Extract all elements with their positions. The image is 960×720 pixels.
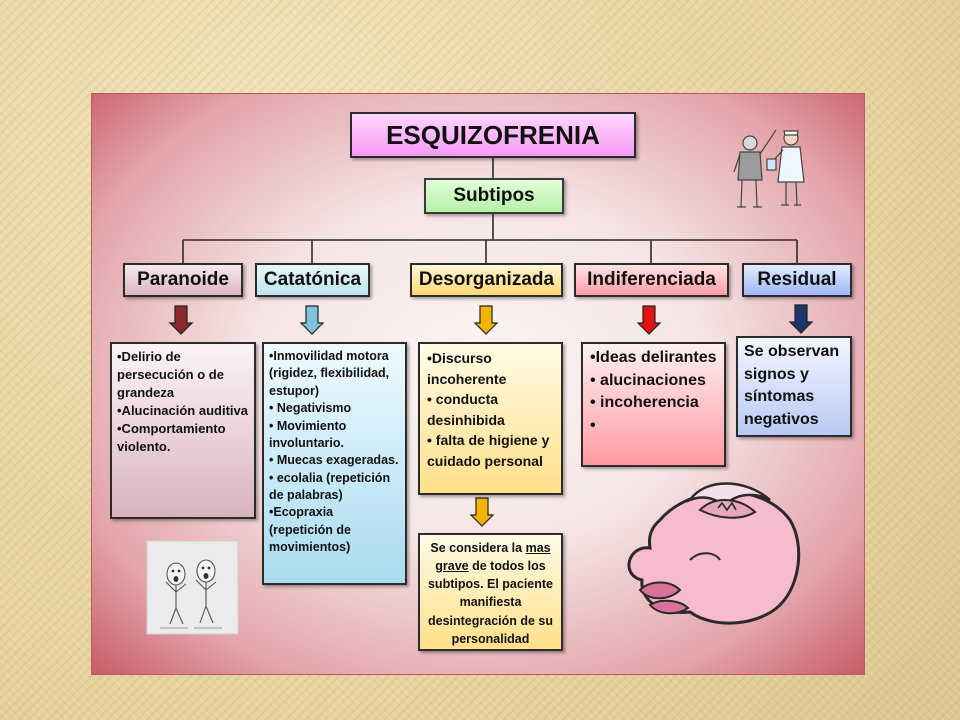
type-label: Paranoide <box>137 269 229 290</box>
desc-item: •Discurso incoherente <box>427 350 507 387</box>
down-arrow-icon <box>473 305 499 335</box>
subtitle-label: Subtipos <box>453 185 535 206</box>
down-arrow-icon <box>788 304 814 334</box>
desc-item: • falta de higiene y cuidado personal <box>427 432 550 469</box>
note-pre: Se considera la <box>430 541 526 555</box>
type-label: Residual <box>757 269 837 290</box>
subtitle-box: Subtipos <box>424 178 564 214</box>
type-residual: Residual <box>742 263 852 297</box>
type-label: Catatónica <box>263 269 362 290</box>
desc-text: Se observan signos y síntomas negativos <box>744 343 840 429</box>
desc-desorganizada: •Discurso incoherente • conducta desinhi… <box>418 342 563 495</box>
desc-item: •Ideas delirantes <box>590 349 717 366</box>
type-desorganizada: Desorganizada <box>410 263 563 297</box>
desc-indiferenciada: •Ideas delirantes • alucinaciones • inco… <box>581 342 726 467</box>
desc-item: • <box>590 417 596 435</box>
type-label: Desorganizada <box>418 269 555 290</box>
desc-item: •Delirio de persecución o de grandeza <box>117 349 224 400</box>
desc-item: • Movimiento involuntario. <box>269 418 347 450</box>
desc-paranoide: •Delirio de persecución o de grandeza •A… <box>110 342 256 519</box>
down-arrow-icon <box>469 497 495 527</box>
desc-residual: Se observan signos y síntomas negativos <box>736 336 852 437</box>
type-paranoide: Paranoide <box>123 263 243 297</box>
type-catatonica: Catatónica <box>255 263 370 297</box>
desc-item: •Comportamiento violento. <box>117 420 226 454</box>
desc-item: •Ecopraxia (repetición de movimientos) <box>269 505 351 555</box>
type-indiferenciada: Indiferenciada <box>574 263 729 297</box>
desc-item: • Muecas exageradas. <box>269 453 399 468</box>
title-box: ESQUIZOFRENIA <box>350 112 636 158</box>
note-post: de todos los subtipos. El paciente manif… <box>427 559 554 646</box>
down-arrow-icon <box>299 305 325 335</box>
desc-item: • alucinaciones <box>590 371 706 389</box>
page-title: ESQUIZOFRENIA <box>386 119 600 150</box>
note-emphasis: mas grave <box>435 541 551 574</box>
desc-item: • ecolalia (repetición de palabras) <box>269 470 391 502</box>
down-arrow-icon <box>636 305 662 335</box>
desc-item: •Inmovilidad motora (rigidez, flexibilid… <box>269 349 390 398</box>
desorganizada-note: Se considera la mas grave de todos los s… <box>418 533 563 651</box>
desc-item: •Alucinación auditiva <box>117 402 248 418</box>
type-label: Indiferenciada <box>587 269 716 290</box>
desc-item: • conducta desinhibida <box>427 391 505 428</box>
down-arrow-icon <box>168 305 194 335</box>
desc-catatonica: •Inmovilidad motora (rigidez, flexibilid… <box>262 342 407 585</box>
desc-item: • incoherencia <box>590 394 699 412</box>
desc-item: • Negativismo <box>269 401 352 416</box>
